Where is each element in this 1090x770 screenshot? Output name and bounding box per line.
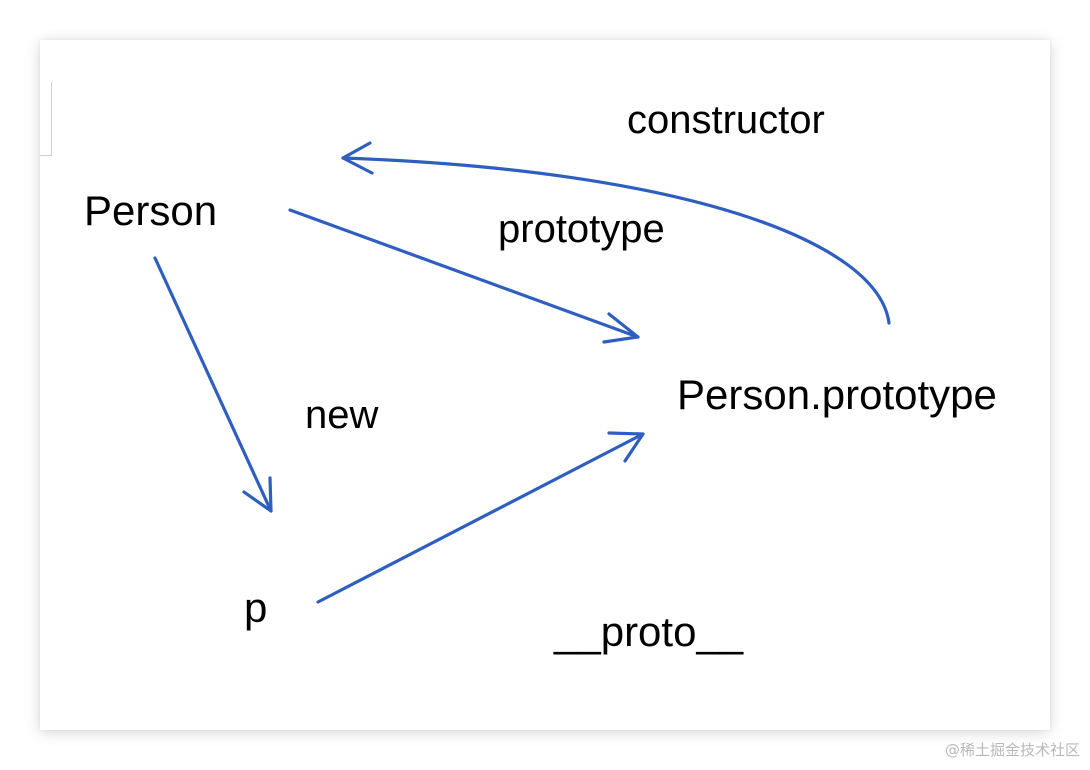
crop-edge-marker xyxy=(40,82,52,156)
arrow-proto xyxy=(316,431,645,604)
node-instance-p: p xyxy=(244,584,268,631)
arrow-prototype xyxy=(288,208,640,344)
arrow-new xyxy=(153,256,273,513)
edge-label-new: new xyxy=(305,393,379,437)
node-person: Person xyxy=(84,187,218,234)
edge-label-constructor: constructor xyxy=(627,98,825,142)
watermark: @稀土掘金技术社区 xyxy=(944,741,1080,759)
arrow-constructor xyxy=(341,141,891,325)
edge-label-proto: __proto__ xyxy=(554,608,744,655)
diagram-card xyxy=(40,40,1050,730)
edge-label-prototype: prototype xyxy=(498,207,665,251)
node-person-prototype: Person.prototype xyxy=(677,371,997,418)
